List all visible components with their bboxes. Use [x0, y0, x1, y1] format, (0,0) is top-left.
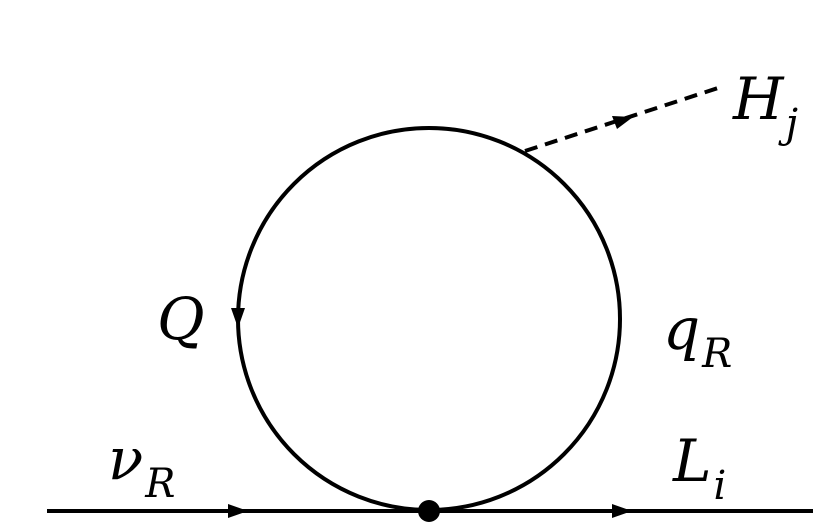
label-main: L	[673, 427, 712, 495]
label-sub: i	[713, 463, 727, 509]
label-sub: R	[145, 461, 176, 507]
label-sub: j	[785, 101, 798, 147]
label-main: q	[663, 295, 701, 363]
arrow-right-icon	[612, 116, 633, 129]
label-loop-right: qR	[663, 300, 732, 374]
interaction-vertex	[418, 500, 440, 522]
label-main: H	[733, 65, 784, 133]
label-sub: R	[702, 331, 733, 377]
higgs-scalar-line	[524, 86, 719, 153]
label-main: ν	[108, 425, 144, 493]
label-loop-left: Q	[157, 290, 205, 348]
incoming-fermion-line	[47, 504, 429, 518]
arrow-right-icon	[612, 504, 632, 518]
arrow-down-icon	[231, 308, 245, 328]
label-main: Q	[157, 285, 205, 353]
label-incoming: νR	[108, 430, 175, 504]
arrow-right-icon	[228, 504, 248, 518]
fermion-loop	[231, 126, 622, 512]
outgoing-fermion-line	[429, 504, 813, 518]
label-higgs: Hj	[733, 70, 798, 144]
label-outgoing: Li	[673, 432, 726, 506]
